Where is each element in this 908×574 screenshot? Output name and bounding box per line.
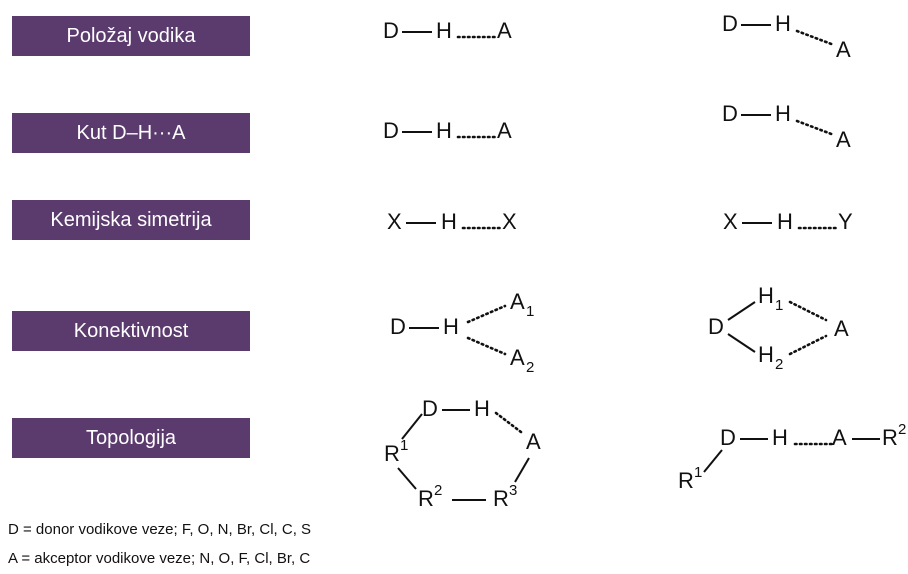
atom-a: A [497, 118, 512, 143]
atom-y: Y [838, 209, 853, 234]
atom-d: D [722, 11, 738, 36]
legend-acceptor: A = akceptor vodikove veze; N, O, F, Cl,… [8, 550, 311, 567]
atom-h: H [474, 396, 490, 421]
atom-r2: R [882, 425, 898, 450]
category-label-angle: Kut D–H···A [12, 113, 250, 153]
atom-a: A [836, 127, 851, 152]
atom-r1: R [678, 468, 694, 493]
atom-d: D [390, 314, 406, 339]
superscript-2: 2 [434, 482, 442, 499]
hydrogen-bond-1 [788, 300, 828, 322]
atom-h2: H [758, 342, 774, 367]
atom-a: A [526, 429, 541, 454]
atom-a: A [834, 316, 849, 341]
atom-h: H [436, 118, 452, 143]
subscript-1: 1 [775, 297, 783, 314]
ring-bond-r1-d [401, 413, 423, 440]
atom-d: D [422, 396, 438, 421]
hydrogen-bond-1 [466, 304, 507, 324]
atom-x: X [387, 209, 402, 234]
atom-x: X [723, 209, 738, 234]
covalent-bond-1 [727, 301, 756, 321]
atom-h: H [775, 11, 791, 36]
superscript-1: 1 [400, 437, 408, 454]
atom-r3: R [493, 486, 509, 511]
symmetric-hbond: X H X [387, 209, 517, 234]
hydrogen-bond [795, 29, 836, 47]
atom-a: A [836, 37, 851, 62]
hydrogen-bond-2 [788, 334, 828, 356]
atom-h: H [443, 314, 459, 339]
atom-a1: A [510, 289, 525, 314]
atom-h: H [775, 101, 791, 126]
ring-bond-r1-r2 [397, 467, 417, 490]
category-label-connectivity: Konektivnost [12, 311, 250, 351]
covalent-bond-2 [727, 333, 756, 353]
atom-h: H [772, 425, 788, 450]
category-label-topology: Topologija [12, 418, 250, 458]
atom-a: A [497, 18, 512, 43]
ring-bond-a-r3 [514, 457, 530, 483]
category-label-hydrogen-position: Položaj vodika [12, 16, 250, 56]
atom-h1: H [758, 283, 774, 308]
bent-hbond-row1: D H A [722, 11, 851, 62]
atom-d: D [383, 118, 399, 143]
atom-d: D [720, 425, 736, 450]
atom-h: H [436, 18, 452, 43]
bifurcated-donor-hbond: D H 1 H 2 A [708, 283, 849, 373]
atom-x: X [502, 209, 517, 234]
hydrogen-bond-2 [466, 336, 507, 356]
subscript-2: 2 [775, 356, 783, 373]
linear-hbond-row2: D H A [383, 118, 512, 143]
superscript-1: 1 [694, 464, 702, 481]
subscript-2: 2 [526, 359, 534, 376]
superscript-2: 2 [898, 421, 906, 438]
atom-a: A [832, 425, 847, 450]
hydrogen-bond [795, 119, 836, 137]
linear-hbond-row1: D H A [383, 18, 512, 43]
atom-d: D [722, 101, 738, 126]
atom-r2: R [418, 486, 434, 511]
hydrogen-bond [494, 411, 523, 434]
category-label-chemical-symmetry: Kemijska simetrija [12, 200, 250, 240]
superscript-3: 3 [509, 482, 517, 499]
intramolecular-ring-hbond: D H A R 3 R 2 R 1 [384, 396, 541, 511]
bifurcated-acceptor-hbond: D H A 1 A 2 [390, 289, 534, 376]
atom-d: D [383, 18, 399, 43]
atom-a2: A [510, 345, 525, 370]
asymmetric-hbond: X H Y [723, 209, 853, 234]
legend-donor: D = donor vodikove veze; F, O, N, Br, Cl… [8, 521, 312, 538]
atom-r1: R [384, 441, 400, 466]
intermolecular-chain-hbond: D H A R 2 R 1 [678, 421, 906, 493]
atom-h: H [777, 209, 793, 234]
atom-h: H [441, 209, 457, 234]
bent-hbond-row2: D H A [722, 101, 851, 152]
subscript-1: 1 [526, 303, 534, 320]
atom-d: D [708, 314, 724, 339]
covalent-bond-d-r1 [703, 449, 723, 473]
